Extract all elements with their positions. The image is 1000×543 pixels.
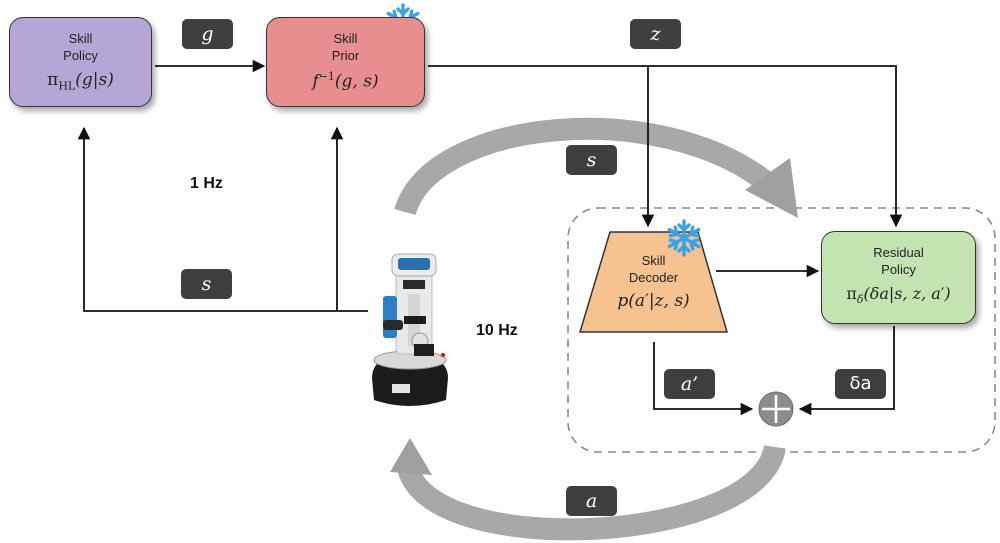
skill-prior-title-line1: Skill — [333, 31, 358, 46]
residual-policy-box: Residual Policy πδ(δa|s, z, a′) — [821, 231, 976, 324]
skill-prior-title-line2: Prior — [331, 48, 360, 63]
residual-policy-title-line1: Residual — [873, 245, 924, 260]
label-delta-a: δa — [835, 369, 886, 399]
residual-policy-formula: πδ(δa|s, z, a′) — [846, 284, 951, 307]
action-flow-arc — [397, 444, 786, 541]
skill-decoder-title-line2: Decoder — [628, 270, 679, 285]
skill-decoder-shape — [578, 231, 728, 333]
skill-decoder-title-line1: Skill — [641, 253, 666, 268]
label-s-top: s — [566, 145, 617, 175]
fetch-robot-icon — [372, 253, 448, 406]
label-z: z — [630, 19, 681, 49]
skill-policy-title-line2: Policy — [63, 48, 98, 63]
residual-policy-title-line2: Policy — [881, 262, 916, 277]
rate-1hz-label: 1 Hz — [190, 175, 223, 192]
snowflake-icon — [667, 219, 701, 257]
skill-prior-formula: f−1(g, s) — [312, 70, 379, 92]
action-flow-arc-head — [390, 438, 432, 475]
skill-decoder-formula: p(a′|z, s) — [617, 291, 690, 311]
skill-prior-box: Skill Prior f−1(g, s) — [266, 17, 425, 107]
skill-policy-box: Skill Policy πHL(g|s) — [9, 17, 152, 107]
label-s-left: s — [181, 269, 232, 299]
circled-plus-icon — [758, 391, 794, 427]
skill-decoder-label: Skill Decoder p(a′|z, s) — [580, 252, 727, 311]
label-g: g — [182, 19, 233, 49]
skill-policy-title-line1: Skill — [68, 31, 93, 46]
a-prime-to-sum-arrow — [653, 342, 754, 416]
rate-10hz-label: 10 Hz — [476, 322, 518, 339]
state-flow-arc-head — [745, 158, 798, 218]
label-a-bottom: a — [566, 486, 617, 516]
s-to-policy-arrow — [77, 126, 368, 312]
delta-a-to-sum-arrow — [798, 326, 895, 416]
state-flow-arc — [394, 117, 777, 216]
z-to-residual-arrow — [428, 65, 903, 228]
label-a-prime: a’ — [664, 369, 715, 399]
skill-policy-formula: πHL(g|s) — [47, 70, 114, 93]
